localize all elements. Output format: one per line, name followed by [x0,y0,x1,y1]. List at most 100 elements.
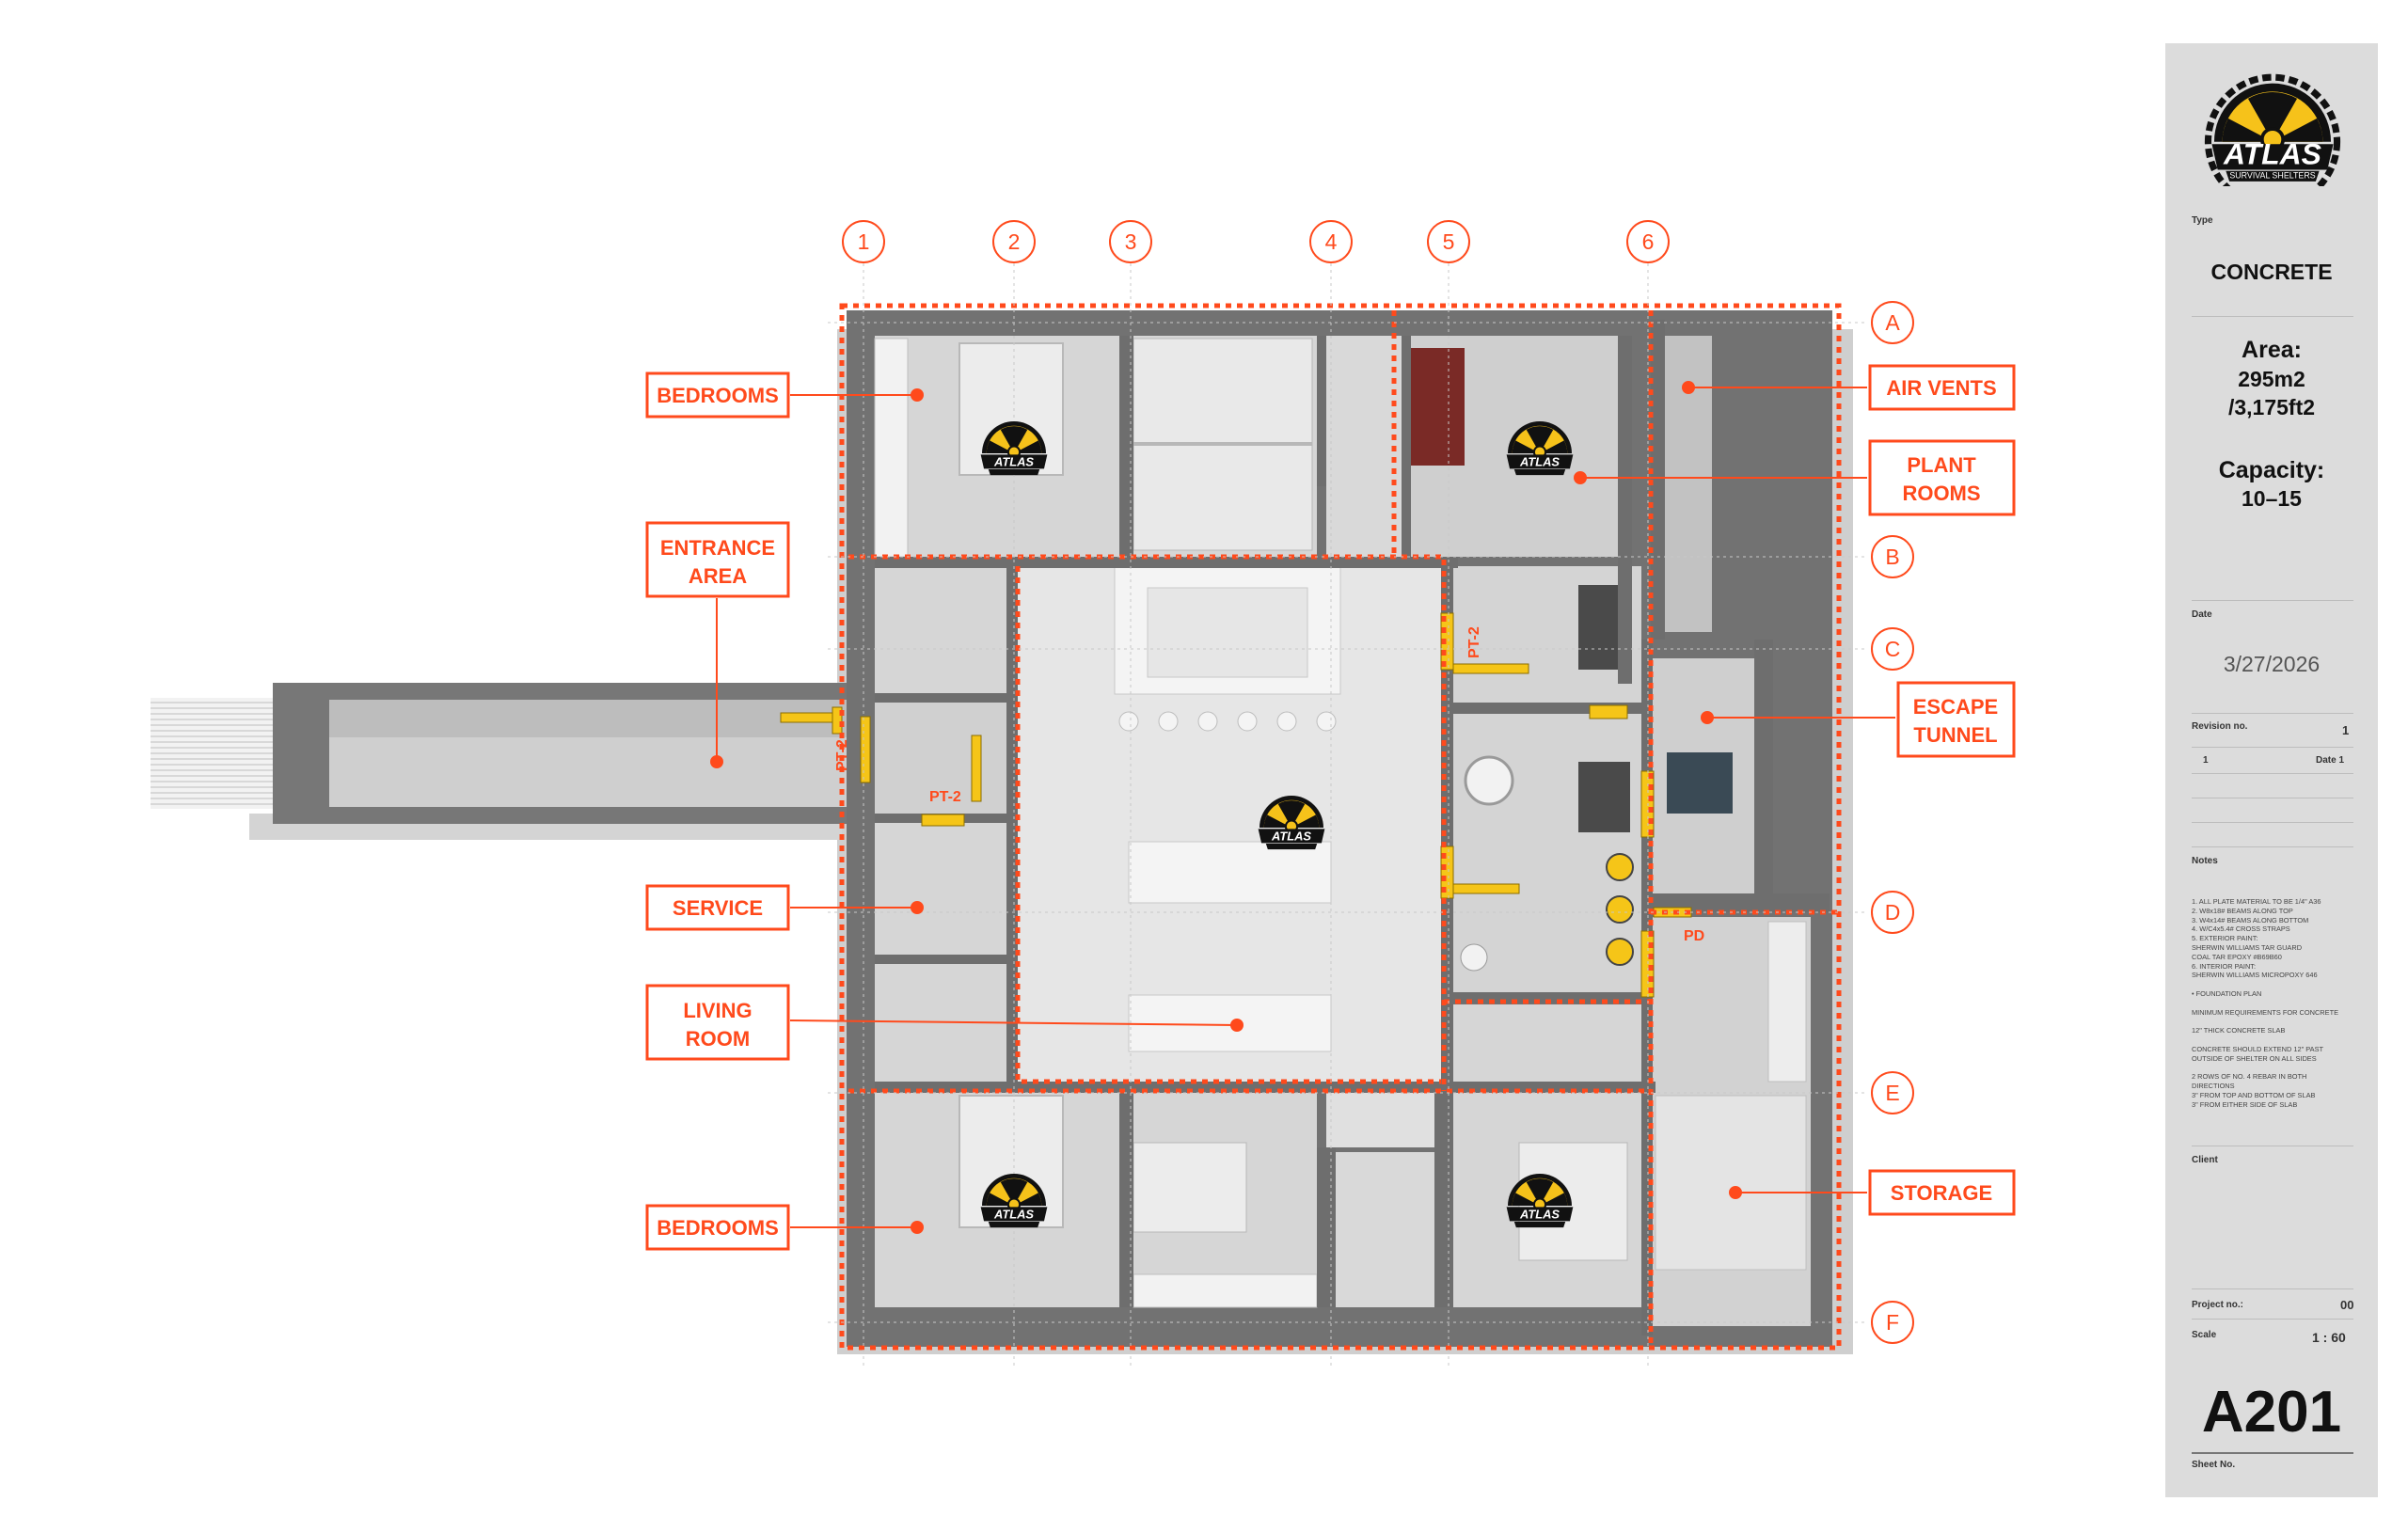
grid-row-F: F [1871,1301,1914,1344]
stools [1118,711,1337,732]
brand-badge-living-room: ATLAS [1257,794,1326,851]
svg-text:STORAGE: STORAGE [1891,1181,1992,1205]
svg-text:ENTRANCE: ENTRANCE [660,536,775,560]
grid-column-2: 2 [992,220,1036,263]
project-value: 00 [2340,1298,2354,1312]
grid-row-A-label: A [1885,310,1900,335]
capacity-value: 10–15 [2242,486,2302,511]
sofa-middle [1128,841,1332,904]
date-label: Date [2192,609,2212,620]
note-line: MINIMUM REQUIREMENTS FOR CONCRETE [2192,1007,2339,1017]
svg-text:ATLAS: ATLAS [1519,1208,1560,1222]
brand-badge-bedroom-top: ATLAS [979,419,1049,477]
note-line [2192,1035,2366,1045]
brand-badge-bedroom-bottom-left: ATLAS [979,1172,1049,1229]
desk-bottom-middle [1133,1273,1318,1308]
wardrobe-top-left [874,338,909,558]
callout-entrance-area: ENTRANCE AREA [645,521,790,598]
bathroom-top [1326,336,1402,557]
svg-text:BEDROOMS: BEDROOMS [657,384,779,407]
grid-column-1-label: 1 [858,229,870,254]
grid-row-D: D [1871,891,1914,934]
note-line: 12" THICK CONCRETE SLAB [2192,1026,2286,1035]
svg-text:AREA: AREA [689,564,747,588]
svg-text:ESCAPE: ESCAPE [1913,695,1998,719]
svg-text:ROOMS: ROOMS [1902,482,1980,505]
brand-badge-bedroom-bottom-right: ATLAS [1505,1172,1575,1229]
separator [2192,773,2353,774]
note-line: 2. W8x18# BEAMS ALONG TOP [2192,906,2293,915]
storage-shelves-upper [1767,921,1807,1083]
svg-text:ATLAS: ATLAS [993,1208,1034,1222]
callout-leaders [710,381,1895,1234]
note-line [2192,980,2366,989]
grid-row-F-label: F [1886,1310,1899,1335]
area-m2: 295m2 [2238,367,2305,391]
grid-column-4-label: 4 [1325,229,1338,254]
pd-label: PD [1684,928,1704,944]
svg-text:LIVING: LIVING [683,999,752,1022]
tank-dark-lower [1578,762,1630,832]
sheet-label: Sheet No. [2192,1460,2236,1470]
note-line: 1. ALL PLATE MATERIAL TO BE 1/4" A36 [2192,897,2321,906]
storage-shelves [1655,1095,1807,1271]
brand-badge-plant-room: ATLAS [1505,419,1575,477]
grid-column-1: 1 [842,220,885,263]
separator [2192,316,2353,317]
note-line: 3" FROM EITHER SIDE OF SLAB [2192,1099,2298,1109]
note-line: 2 ROWS OF NO. 4 REBAR IN BOTH [2192,1072,2307,1082]
grid-column-4: 4 [1309,220,1353,263]
grid-row-E-label: E [1885,1081,1899,1105]
logo-wordmark: ATLAS [2223,136,2321,170]
separator [2192,846,2353,847]
callout-storage: STORAGE [1868,1169,2016,1216]
grid-row-D-label: D [1885,900,1901,925]
grid-column-6: 6 [1626,220,1670,263]
grid-column-3: 3 [1109,220,1152,263]
note-line: SHERWIN WILLIAMS MICROPOXY 646 [2192,971,2318,980]
svg-text:ROOM: ROOM [686,1027,750,1051]
svg-text:BEDROOMS: BEDROOMS [657,1216,779,1240]
note-line: OUTSIDE OF SHELTER ON ALL SIDES [2192,1053,2317,1063]
note-line: 5. EXTERIOR PAINT: [2192,934,2258,943]
service-room [875,823,1006,959]
capacity-label: Capacity: [2218,457,2325,483]
svg-text:AIR VENTS: AIR VENTS [1886,376,1996,400]
hall-bottom [1326,1091,1444,1147]
corridor-shade [329,700,848,737]
valves [1606,853,1634,966]
callout-air-vents: AIR VENTS [1868,364,2016,411]
grid-lines [828,263,1867,1368]
grid-column-3-label: 3 [1125,229,1137,254]
svg-text:TUNNEL: TUNNEL [1913,723,1997,747]
logo-tagline: SURVIVAL SHELTERS [2229,171,2315,181]
callout-service: SERVICE [645,884,790,931]
pt2-label-vertical: PT-2 [834,739,850,771]
grid-row-B: B [1871,535,1914,578]
type-value: CONCRETE [2210,260,2333,284]
area-label: Area: [2242,337,2302,363]
svg-text:ATLAS: ATLAS [1519,455,1560,469]
bath-left-1 [875,566,1006,693]
bunk-divider [1133,442,1312,446]
sheet-number: A201 [2201,1380,2342,1445]
client-label: Client [2192,1155,2218,1165]
note-line: 3" FROM TOP AND BOTTOM OF SLAB [2192,1090,2316,1099]
revision-label: Revision no. [2192,721,2248,732]
revision-row-number: 1 [2203,755,2209,766]
grid-row-A: A [1871,301,1914,344]
separator [2192,1288,2353,1289]
grid-row-B-label: B [1885,545,1899,569]
grid-column-2-label: 2 [1008,229,1021,254]
note-line [2192,1017,2366,1026]
title-block: ATLAS SURVIVAL SHELTERS Type CONCRETE Ar… [2165,43,2378,1497]
note-line [2192,1063,2366,1072]
revision-row-date: Date 1 [2316,755,2345,766]
notes-label: Notes [2192,856,2218,866]
svg-text:SERVICE: SERVICE [673,896,763,920]
note-line: SHERWIN WILLIAMS TAR GUARD [2192,942,2303,952]
revision-value: 1 [2342,723,2350,737]
